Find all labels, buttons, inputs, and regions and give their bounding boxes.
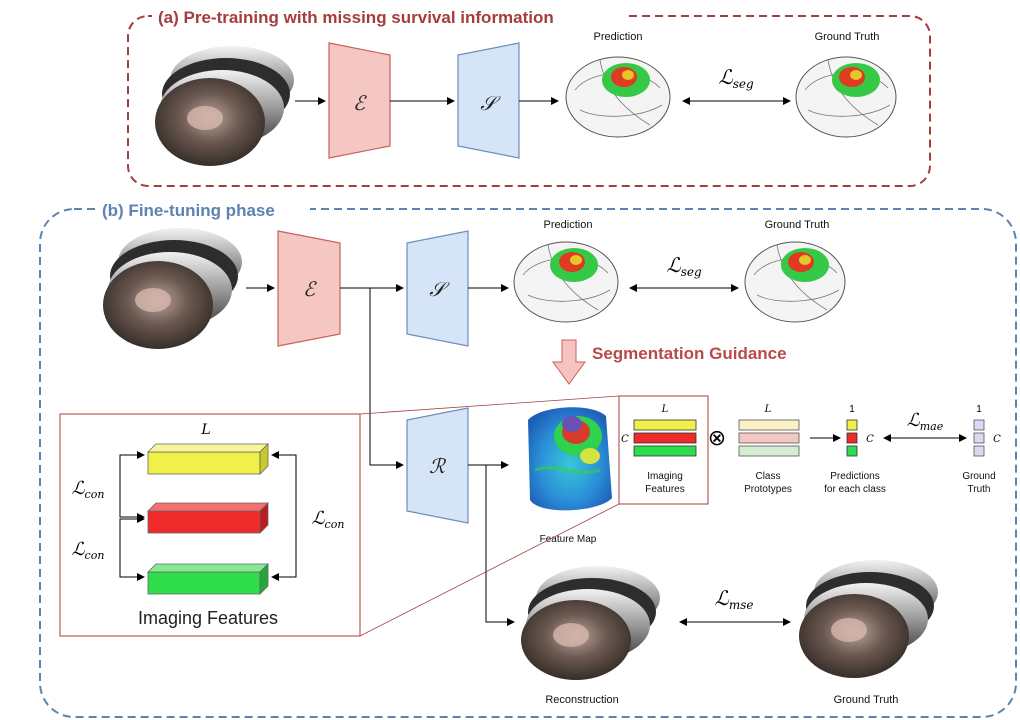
imaging-feature-row-yellow <box>633 419 697 431</box>
ground-truth-brain-b <box>744 241 846 323</box>
encoder-block-b <box>277 230 341 347</box>
svg-text:ℛ: ℛ <box>429 454 447 478</box>
svg-text:ℰ: ℰ <box>303 277 317 301</box>
svg-text:L: L <box>200 422 210 438</box>
svg-text:Prototypes: Prototypes <box>744 484 792 495</box>
svg-text:Features: Features <box>645 484 684 495</box>
imaging-features-box <box>618 395 709 505</box>
prediction-cell-green <box>846 445 858 457</box>
inset-feature-bar-red <box>147 502 269 534</box>
gt-cell-3 <box>973 445 985 457</box>
panel-b-title: (b) Fine-tuning phase <box>102 201 275 220</box>
mae-loss-label: ℒmae <box>907 410 944 433</box>
encoder-block-a <box>328 42 391 159</box>
con-loss-label-2: ℒcon <box>72 539 105 562</box>
mri-input-volume-a <box>155 46 294 166</box>
reconstructor-block <box>406 407 469 524</box>
inset-feature-bar-green <box>147 563 269 595</box>
feature-map-volume <box>528 407 612 511</box>
gt-cell-2 <box>973 432 985 444</box>
ground-truth-label-b: Ground Truth <box>765 219 830 231</box>
segmentation-guidance-label: Segmentation Guidance <box>592 344 787 363</box>
prediction-label-a: Prediction <box>594 31 643 43</box>
prediction-brain-a <box>565 56 671 138</box>
svg-text:Ground: Ground <box>962 471 995 482</box>
prototype-row-green <box>738 445 800 457</box>
ground-truth-brain-a <box>795 56 897 138</box>
imaging-feature-row-red <box>633 432 697 444</box>
prediction-label-b: Prediction <box>544 219 593 231</box>
imaging-feature-row-green <box>633 445 697 457</box>
svg-text:C: C <box>993 434 1001 445</box>
reconstruction-label: Reconstruction <box>545 694 618 706</box>
segmentation-guidance-arrow <box>552 339 586 385</box>
feature-map-label: Feature Map <box>540 534 597 545</box>
svg-text:C: C <box>866 434 874 445</box>
inset-caption: Imaging Features <box>138 608 278 628</box>
svg-text:for each class: for each class <box>824 484 886 495</box>
prediction-cell-yellow <box>846 419 858 431</box>
svg-text:Predictions: Predictions <box>830 471 879 482</box>
inset-feature-bar-yellow <box>147 443 269 475</box>
svg-text:L: L <box>764 404 772 415</box>
prediction-brain-b <box>513 241 619 323</box>
prototype-row-red <box>738 432 800 444</box>
svg-text:1: 1 <box>849 404 855 415</box>
svg-text:C: C <box>621 434 629 445</box>
gt-cell-1 <box>973 419 985 431</box>
segmenter-block-b <box>406 230 469 347</box>
svg-text:Imaging: Imaging <box>647 471 683 482</box>
segmenter-block-a <box>457 42 520 159</box>
prototype-row-yellow <box>738 419 800 431</box>
svg-text:1: 1 <box>976 404 982 415</box>
otimes-symbol: ⊗ <box>708 426 726 451</box>
svg-text:L: L <box>661 404 669 415</box>
reconstruction-ground-truth-volume <box>799 560 938 678</box>
svg-text:Class: Class <box>755 471 780 482</box>
prediction-cell-red <box>846 432 858 444</box>
recon-ground-truth-label: Ground Truth <box>834 694 899 706</box>
con-loss-label-3: ℒcon <box>312 508 345 531</box>
mse-loss-label: ℒmse <box>714 586 753 612</box>
con-loss-label-1: ℒcon <box>72 478 105 501</box>
mri-input-volume-b <box>103 228 242 349</box>
reconstruction-volume <box>521 566 660 680</box>
svg-text:ℰ: ℰ <box>353 91 367 115</box>
seg-loss-label-a: ℒseg <box>718 65 754 91</box>
svg-text:Truth: Truth <box>968 484 991 495</box>
ground-truth-label-a: Ground Truth <box>815 31 880 43</box>
panel-a-title: (a) Pre-training with missing survival i… <box>158 8 554 27</box>
seg-loss-label-b: ℒseg <box>666 253 702 279</box>
